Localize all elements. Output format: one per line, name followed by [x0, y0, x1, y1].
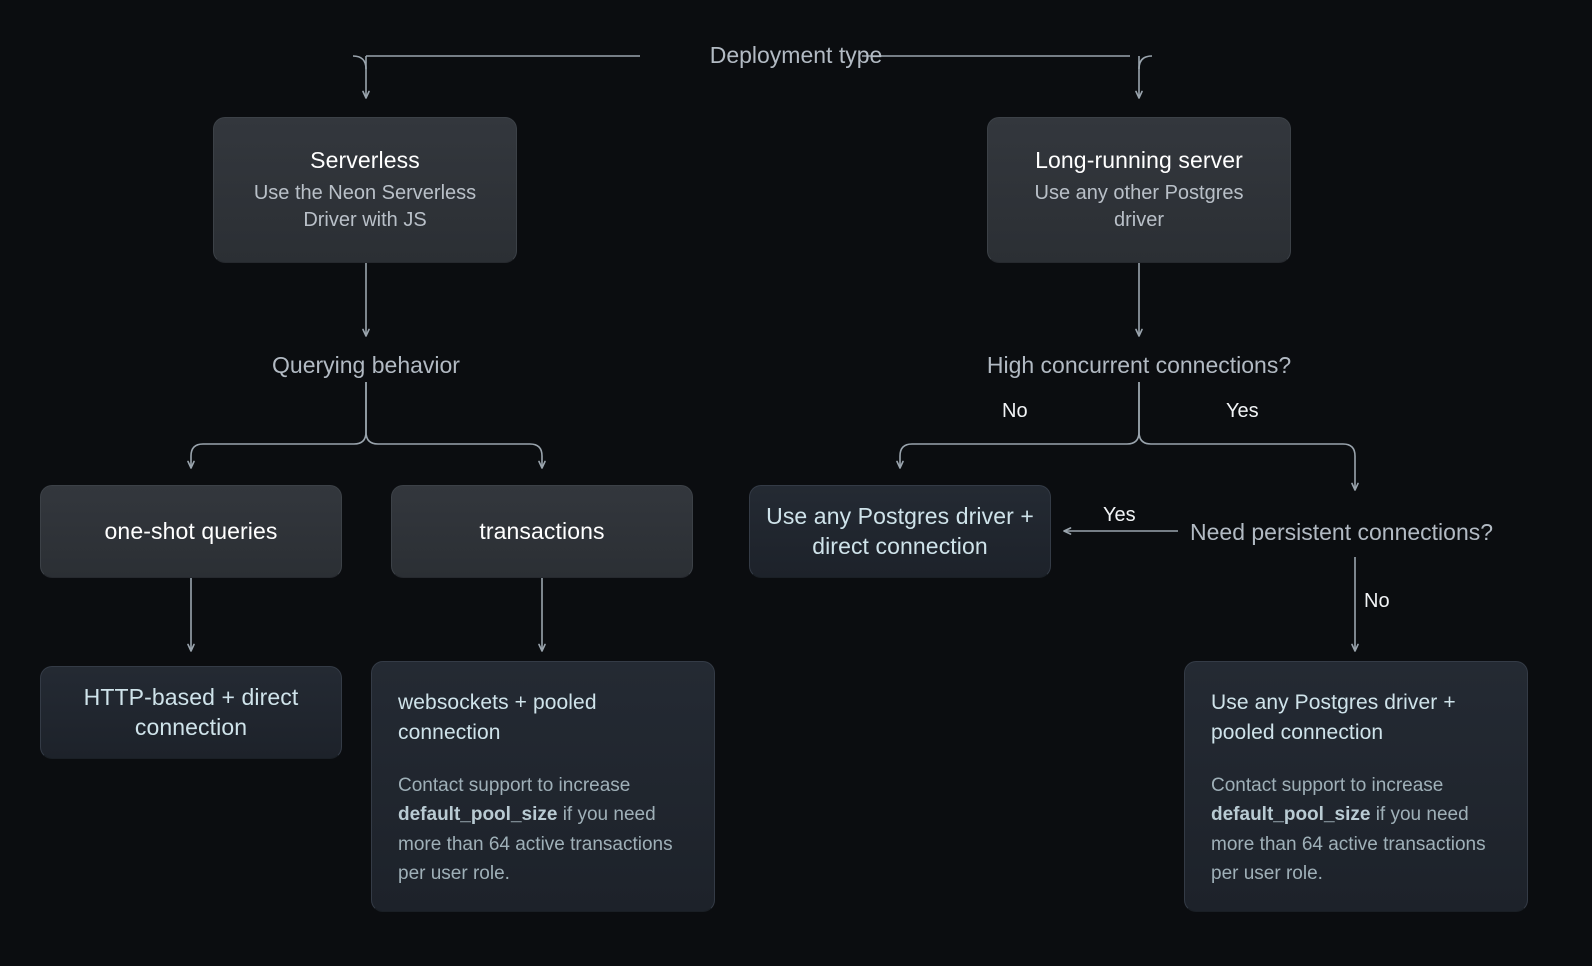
- node-websockets-note: Contact support to increase default_pool…: [398, 771, 688, 889]
- edge-querying-oneshot: [187, 382, 367, 469]
- edge-querying-transactions: [365, 382, 546, 469]
- edge-label-persistent-yes: Yes: [1103, 504, 1136, 526]
- node-long-running-server[interactable]: Long-running server Use any other Postgr…: [987, 117, 1291, 263]
- node-http-based[interactable]: HTTP-based + direct connection: [40, 666, 342, 759]
- diagram-title: Deployment type: [0, 42, 1592, 69]
- page-title: Deployment type: [709, 42, 883, 68]
- decision-querying-behavior: Querying behavior: [166, 352, 566, 379]
- node-pooled-driver-title: Use any Postgres driver + pooled connect…: [1211, 691, 1456, 745]
- edge-concurrent-yes: [1138, 382, 1359, 491]
- node-transactions-title: transactions: [479, 517, 605, 544]
- note-before: Contact support to increase: [1211, 774, 1444, 796]
- node-serverless[interactable]: Serverless Use the Neon Serverless Drive…: [213, 117, 517, 263]
- decision-high-concurrent-label: High concurrent connections?: [986, 352, 1292, 378]
- node-serverless-title: Serverless: [310, 147, 420, 174]
- edge-label-concurrent-yes: Yes: [1226, 400, 1259, 422]
- node-websockets[interactable]: websockets + pooled connection Contact s…: [371, 661, 715, 912]
- node-long-running-subtitle: Use any other Postgres driver: [1034, 181, 1244, 231]
- decision-querying-behavior-label: Querying behavior: [272, 352, 460, 378]
- node-transactions[interactable]: transactions: [391, 485, 693, 578]
- node-direct-driver[interactable]: Use any Postgres driver + direct connect…: [749, 485, 1051, 578]
- node-pooled-driver-note: Contact support to increase default_pool…: [1211, 771, 1501, 889]
- note-before: Contact support to increase: [398, 774, 631, 796]
- note-after: if you need more than 64 active transact…: [398, 804, 673, 885]
- note-code: default_pool_size: [1211, 804, 1371, 826]
- decision-need-persistent: Need persistent connections?: [1190, 519, 1493, 546]
- edge-label-concurrent-no: No: [1002, 400, 1028, 422]
- decision-need-persistent-label: Need persistent connections?: [1190, 519, 1494, 545]
- edge-concurrent-no: [896, 382, 1140, 469]
- node-pooled-driver[interactable]: Use any Postgres driver + pooled connect…: [1184, 661, 1528, 912]
- node-one-shot-title: one-shot queries: [104, 517, 278, 544]
- node-websockets-title: websockets + pooled connection: [398, 691, 597, 745]
- node-serverless-subtitle: Use the Neon Serverless Driver with JS: [253, 181, 477, 231]
- node-long-running-title: Long-running server: [1035, 147, 1243, 174]
- node-one-shot-queries[interactable]: one-shot queries: [40, 485, 342, 578]
- node-http-based-title: HTTP-based + direct connection: [83, 683, 299, 740]
- decision-high-concurrent: High concurrent connections?: [889, 352, 1389, 379]
- node-direct-driver-title: Use any Postgres driver + direct connect…: [766, 502, 1034, 559]
- edge-label-persistent-no: No: [1364, 590, 1390, 612]
- note-after: if you need more than 64 active transact…: [1211, 804, 1486, 885]
- note-code: default_pool_size: [398, 804, 558, 826]
